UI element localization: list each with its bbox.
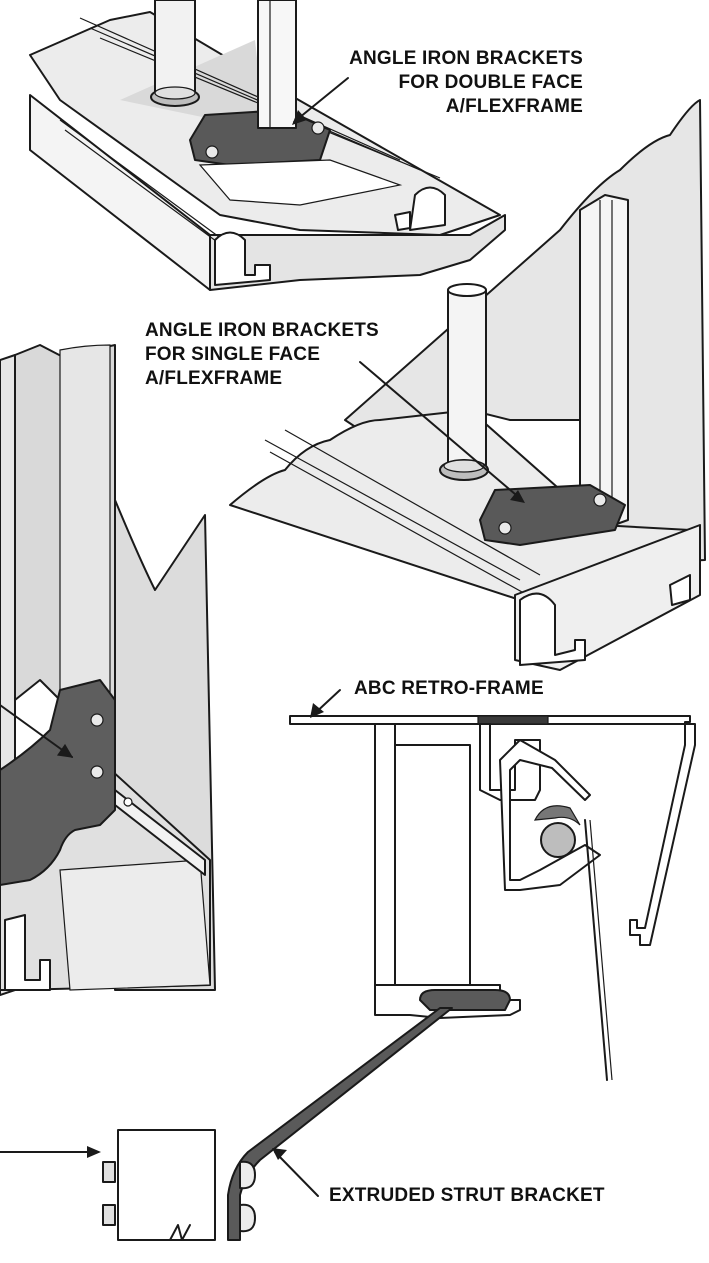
double-face-bolt-1 (205, 145, 219, 159)
single-face-channel-post (579, 194, 629, 531)
retro-gripper-round (540, 822, 576, 858)
single-face-channel-left (519, 592, 586, 666)
label-strut-bracket: EXTRUDED STRUT BRACKET (329, 1185, 605, 1206)
corner-angle-clip (114, 789, 206, 876)
label-double-face-line1: ANGLE IRON BRACKETS (349, 48, 583, 69)
double-face-bolt-2 (311, 121, 325, 135)
strut-nut-2 (239, 1203, 256, 1233)
single-face-bolt-1 (498, 521, 512, 535)
corner-gusset-bolt-2 (90, 765, 104, 779)
retro-frame-section (102, 715, 696, 1241)
single-face-pole (447, 289, 487, 466)
strut-nut-1 (239, 1160, 256, 1190)
double-face-extrusion-illustration (29, 0, 506, 291)
double-face-leader (293, 77, 349, 123)
label-double-face-line3: A/FLEXFRAME (445, 96, 583, 117)
retro-clip-channel (499, 739, 601, 891)
single-face-leader (359, 361, 523, 501)
corner-base-inner (59, 859, 211, 991)
callout-leaders (0, 77, 525, 1197)
single-face-bolt-2 (593, 493, 607, 507)
strut-post-break (169, 1224, 191, 1241)
strut-leader-arrow (272, 1148, 287, 1160)
retro-frame-leader-arrow (310, 703, 324, 718)
double-face-left-pole-cap (154, 86, 196, 100)
single-face-extrusion-top (229, 409, 691, 601)
double-face-leader-arrow (292, 110, 307, 125)
single-face-extrusion-illustration (229, 99, 706, 671)
corner-post-front (59, 344, 111, 701)
double-face-opening (198, 159, 403, 206)
strut-leader (274, 1151, 319, 1197)
single-face-leader-arrow (510, 490, 525, 503)
label-single-face-line3: A/FLEXFRAME (145, 368, 283, 389)
retro-right-return (629, 723, 696, 946)
corner-clip-bolt (123, 797, 133, 807)
double-face-extrusion-body (209, 214, 506, 291)
retro-top-insert (477, 715, 549, 725)
corner-gusset-illustration (0, 344, 216, 996)
retro-main-body (374, 723, 396, 991)
single-face-pole-base-cap (443, 459, 485, 473)
retro-face-sheet (584, 819, 608, 1081)
corner-gusset-bolt-1 (90, 713, 104, 727)
label-double-face-line2: FOR DOUBLE FACE (398, 72, 583, 93)
strut-post-box (117, 1129, 216, 1241)
double-face-vertical-post (257, 0, 297, 129)
retro-gripper-jaw (533, 805, 581, 826)
strut-bracket-head (419, 989, 511, 1011)
double-face-small-lip (394, 211, 411, 231)
strut-bolt-head-1 (102, 1161, 116, 1183)
double-face-left-pole (154, 0, 196, 96)
label-single-face-line1: ANGLE IRON BRACKETS (145, 320, 379, 341)
corner-gusset-plate (0, 679, 116, 886)
single-face-rail-lines (264, 429, 541, 593)
label-double-face: ANGLE IRON BRACKETS FOR DOUBLE FACE A/FL… (349, 47, 583, 119)
label-retro-frame: ABC RETRO-FRAME (354, 678, 544, 699)
label-single-face: ANGLE IRON BRACKETS FOR SINGLE FACE A/FL… (145, 319, 379, 391)
strut-bolt-head-2 (102, 1204, 116, 1226)
single-face-pole-top (447, 283, 487, 297)
double-face-channel-left (214, 231, 271, 286)
double-face-channel-right (409, 186, 446, 231)
corner-bottom-channel (4, 914, 51, 991)
gusset-callout-arrowhead (56, 743, 74, 758)
label-single-face-line2: FOR SINGLE FACE (145, 344, 321, 365)
gusset-callout-leader (0, 704, 73, 758)
retro-face-sheet-inner (589, 819, 613, 1081)
post-bolt-leader-arrow (87, 1146, 101, 1158)
single-face-channel-right (669, 574, 691, 606)
retro-body-inner (394, 744, 471, 986)
single-face-extrusion-front (514, 524, 701, 671)
